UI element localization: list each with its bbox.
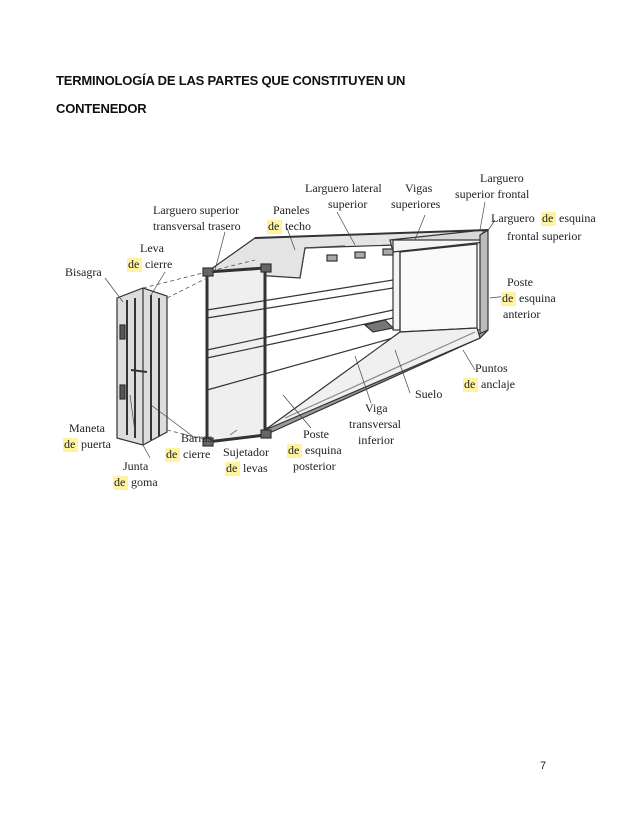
label-poste-post-de: de — [288, 443, 299, 457]
label-puntos-1: Puntos — [475, 361, 508, 375]
label-larguero-esq-1: Larguero — [491, 211, 535, 225]
label-sujetador-2: levas — [243, 461, 268, 475]
heading-line-1: TERMINOLOGÍA DE LAS PARTES QUE CONSTITUY… — [56, 73, 406, 88]
label-paneles-1: Paneles — [273, 203, 310, 217]
label-barras-de: de — [166, 447, 177, 461]
label-larguero-front-1: Larguero — [480, 171, 524, 185]
rear-door — [116, 287, 168, 446]
label-maneta-2: puerta — [81, 437, 112, 451]
label-leva-de: de — [128, 257, 139, 271]
label-maneta-1: Maneta — [69, 421, 106, 435]
label-viga-inf-3: inferior — [358, 433, 394, 447]
container-frame — [202, 228, 489, 447]
leader-lines — [104, 201, 508, 459]
label-poste-ant-1: Poste — [507, 275, 533, 289]
label-larguero-sup-2: transversal trasero — [153, 219, 241, 233]
container-diagram: Bisagra Leva de cierre Larguero superior… — [63, 171, 596, 490]
label-larguero-sup-1: Larguero superior — [153, 203, 239, 217]
label-suelo: Suelo — [415, 387, 442, 401]
label-viga-inf-2: transversal — [349, 417, 402, 431]
label-bisagra: Bisagra — [65, 265, 102, 279]
label-viga-inf-1: Viga — [365, 401, 388, 415]
label-larguero-lat-2: superior — [328, 197, 367, 211]
label-poste-post-1: Poste — [303, 427, 329, 441]
label-puntos-2: anclaje — [481, 377, 515, 391]
label-larguero-lat-1: Larguero lateral — [305, 181, 382, 195]
heading-line-2: CONTENEDOR — [56, 101, 147, 116]
label-poste-post-3: posterior — [293, 459, 336, 473]
label-paneles-2: techo — [285, 219, 311, 233]
label-barras-2: cierre — [183, 447, 210, 461]
label-sujetador-de: de — [226, 461, 237, 475]
page-number: 7 — [540, 760, 547, 772]
label-junta-2: goma — [131, 475, 158, 489]
label-barras-1: Barras — [181, 431, 213, 445]
top-side-rail — [254, 229, 489, 239]
label-paneles-de: de — [268, 219, 279, 233]
label-leva-2: cierre — [145, 257, 172, 271]
label-junta-de: de — [114, 475, 125, 489]
label-poste-post-2: esquina — [305, 443, 342, 457]
label-vigas-1: Vigas — [405, 181, 433, 195]
label-larguero-esq-3: frontal superior — [507, 229, 581, 243]
label-puntos-de: de — [464, 377, 475, 391]
label-poste-ant-2: esquina — [519, 291, 556, 305]
label-larguero-esq-2: esquina — [559, 211, 596, 225]
rear-end-frame — [206, 267, 266, 443]
label-maneta-de: de — [64, 437, 75, 451]
label-larguero-esq-de: de — [542, 211, 553, 225]
label-poste-ant-3: anterior — [503, 307, 540, 321]
label-sujetador-1: Sujetador — [223, 445, 269, 459]
label-poste-ant-de: de — [502, 291, 513, 305]
label-larguero-front-2: superior frontal — [455, 187, 530, 201]
label-vigas-2: superiores — [391, 197, 441, 211]
label-leva-1: Leva — [140, 241, 165, 255]
label-junta-1: Junta — [123, 459, 149, 473]
front-corner-post — [479, 228, 489, 340]
